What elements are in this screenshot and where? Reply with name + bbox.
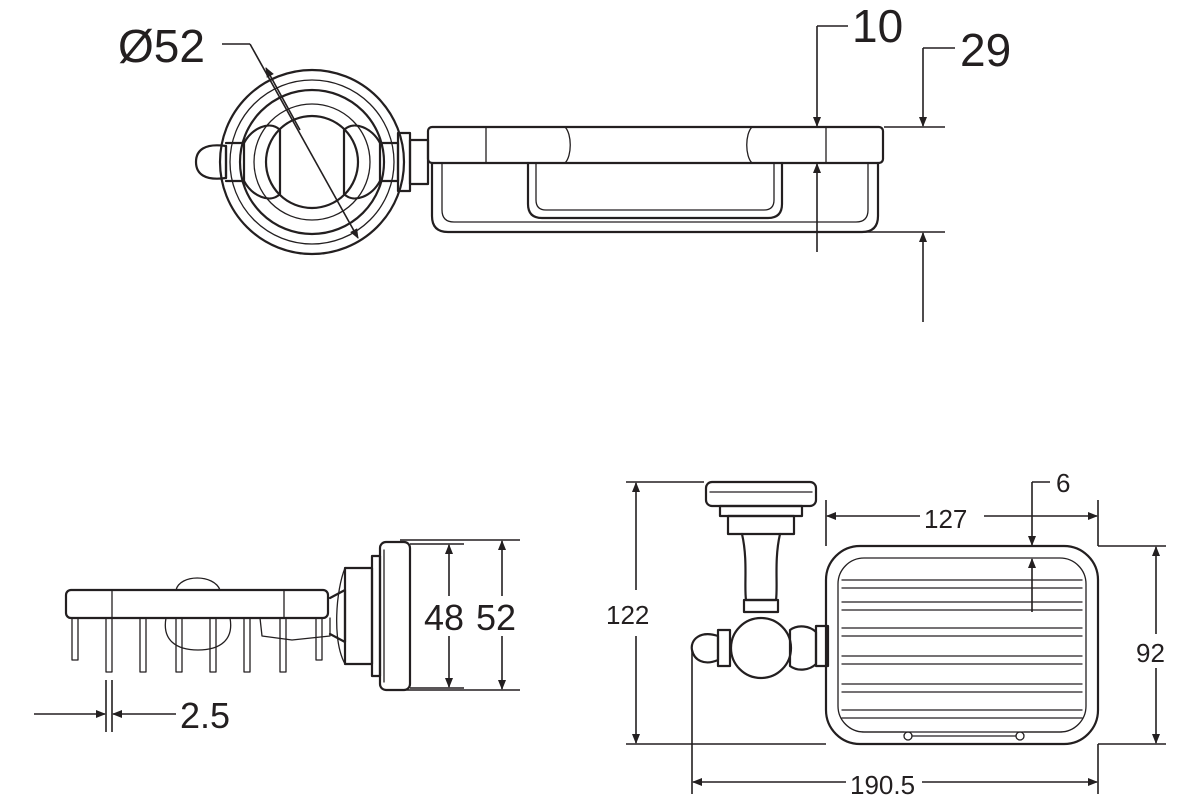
diameter-label: Ø52 <box>118 20 205 72</box>
knob-arm <box>194 124 430 200</box>
depth-dimension: 10 <box>813 0 903 252</box>
height-dimension: 29 <box>862 24 1011 322</box>
front-mount <box>690 480 830 680</box>
gap-label: 6 <box>1056 468 1070 498</box>
outer-height-label: 52 <box>476 597 516 638</box>
basket-height-label: 92 <box>1136 638 1165 668</box>
wire-dimension: 2.5 <box>34 680 230 736</box>
front-basket <box>824 544 1100 746</box>
dish-top <box>426 125 885 234</box>
total-width-dimension: 190.5 <box>691 650 1099 800</box>
wire-label: 2.5 <box>180 695 230 736</box>
height-label: 29 <box>960 24 1011 76</box>
total-height-label: 122 <box>606 600 649 630</box>
side-view: 48 52 2.5 <box>34 539 520 736</box>
top-view: Ø52 10 29 <box>118 0 1011 322</box>
side-dish <box>64 577 331 673</box>
basket-width-label: 127 <box>924 504 967 534</box>
depth-label: 10 <box>852 0 903 52</box>
inner-height-label: 48 <box>424 597 464 638</box>
basket-width-dimension: 127 <box>825 500 1099 546</box>
total-height-dimension: 122 <box>606 481 826 745</box>
side-height-dimensions: 48 52 <box>400 539 520 691</box>
total-width-label: 190.5 <box>850 770 915 800</box>
side-rosette <box>328 540 412 692</box>
gap-dimension: 6 <box>1028 468 1070 612</box>
basket-height-dimension: 92 <box>1098 545 1166 745</box>
front-view: 122 6 127 92 <box>606 468 1166 800</box>
wall-rosette <box>218 68 406 256</box>
diameter-dimension: Ø52 <box>118 20 359 239</box>
